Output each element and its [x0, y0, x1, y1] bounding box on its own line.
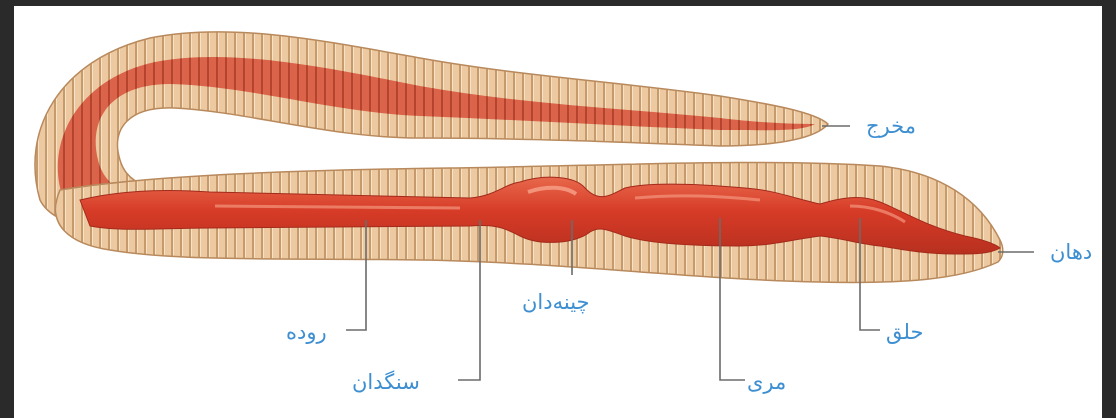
- earthworm-illustration: [14, 6, 1102, 418]
- label-pharynx: حلق: [886, 322, 923, 343]
- label-mouth: دهان: [1050, 242, 1092, 263]
- label-crop: چینه‌دان: [522, 292, 590, 313]
- label-anus: مخرج: [866, 116, 916, 137]
- label-esophagus: مری: [747, 372, 786, 393]
- label-gizzard: سنگدان: [352, 372, 420, 393]
- diagram-panel: مخرج دهان حلق مری چینه‌دان سنگدان روده: [14, 6, 1102, 418]
- label-intestine: روده: [286, 322, 327, 343]
